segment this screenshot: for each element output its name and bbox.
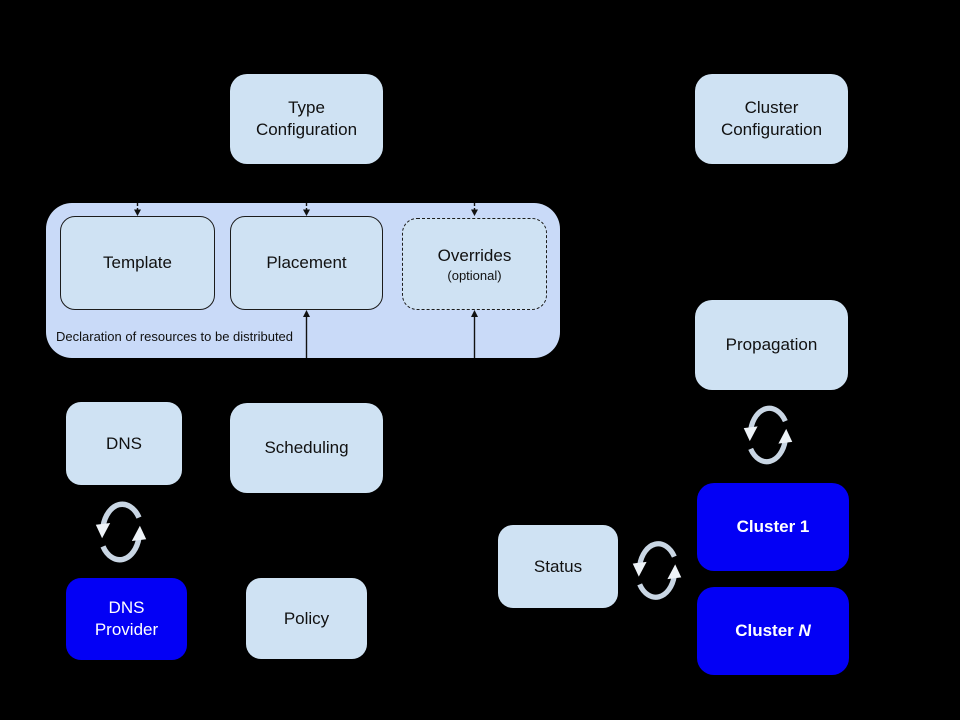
node-placement: Placement xyxy=(230,216,383,310)
node-status-label: Status xyxy=(533,556,583,576)
node-dns: DNS xyxy=(66,402,182,485)
node-overrides-label: Overrides xyxy=(437,245,512,265)
node-cluster-n-label-suffix: N xyxy=(798,621,811,640)
sync-icon xyxy=(95,501,147,563)
node-scheduling: Scheduling xyxy=(230,403,383,493)
node-dns-provider-label-line2: Provider xyxy=(94,620,159,639)
sync-icon xyxy=(632,541,682,600)
node-cluster-configuration-label-line1: Cluster xyxy=(744,98,799,117)
node-cluster-1: Cluster 1 xyxy=(697,483,849,571)
node-status: Status xyxy=(498,525,618,608)
node-dns-label: DNS xyxy=(106,433,142,453)
node-propagation-label: Propagation xyxy=(725,335,818,354)
node-overrides: Overrides (optional) xyxy=(402,218,547,310)
resource-declaration-caption: Declaration of resources to be distribut… xyxy=(56,329,294,344)
sync-icon xyxy=(743,405,793,465)
node-dns-provider-label-line1: DNS xyxy=(108,598,145,617)
node-cluster-configuration: Cluster Configuration xyxy=(695,74,848,164)
node-overrides-sublabel: (optional) xyxy=(447,267,502,283)
node-cluster-n-label-prefix: Cluster xyxy=(735,621,799,640)
node-policy-label: Policy xyxy=(283,608,330,628)
node-template-label: Template xyxy=(103,253,172,272)
node-type-configuration-label-line1: Type xyxy=(288,98,325,117)
node-cluster-configuration-label-line2: Configuration xyxy=(720,120,823,139)
node-type-configuration: Type Configuration xyxy=(230,74,383,164)
node-propagation: Propagation xyxy=(695,300,848,390)
node-scheduling-label: Scheduling xyxy=(264,438,349,457)
node-placement-label: Placement xyxy=(266,253,347,272)
node-cluster-n: Cluster N xyxy=(697,587,849,675)
node-type-configuration-label-line2: Configuration xyxy=(255,120,358,139)
node-cluster-n-label: Cluster N xyxy=(735,620,811,642)
node-policy: Policy xyxy=(246,578,367,659)
node-template: Template xyxy=(60,216,215,310)
node-cluster-1-label: Cluster 1 xyxy=(736,517,810,536)
node-dns-provider: DNS Provider xyxy=(66,578,187,660)
